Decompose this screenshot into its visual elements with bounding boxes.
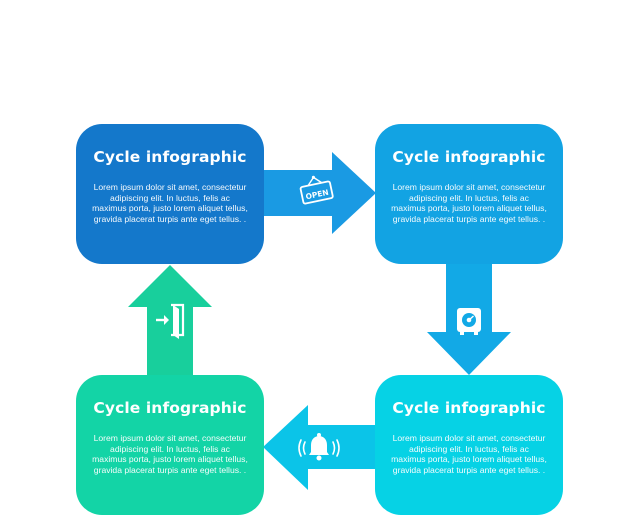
step-card-2: Cycle infographic Lorem ipsum dolor sit …	[375, 124, 563, 264]
step-card-1: Cycle infographic Lorem ipsum dolor sit …	[76, 124, 264, 264]
arrow-up	[128, 265, 212, 390]
step-2-body: Lorem ipsum dolor sit amet, consectetur …	[391, 182, 547, 224]
step-card-4: Cycle infographic Lorem ipsum dolor sit …	[76, 375, 264, 515]
safe-icon	[457, 308, 481, 335]
arrows-layer: OPEN	[128, 152, 511, 490]
step-4-title: Cycle infographic	[93, 399, 247, 417]
step-2-title: Cycle infographic	[392, 148, 546, 166]
step-1-body: Lorem ipsum dolor sit amet, consectetur …	[92, 182, 248, 224]
cycle-infographic: OPEN Cycle inf	[76, 124, 563, 515]
step-1-title: Cycle infographic	[93, 148, 247, 166]
bell-icon	[298, 433, 340, 461]
exit-door-icon	[156, 303, 185, 339]
step-card-3: Cycle infographic Lorem ipsum dolor sit …	[375, 375, 563, 515]
arrow-right	[250, 152, 376, 234]
step-3-title: Cycle infographic	[392, 399, 546, 417]
step-3-body: Lorem ipsum dolor sit amet, consectetur …	[391, 433, 547, 475]
step-4-body: Lorem ipsum dolor sit amet, consectetur …	[92, 433, 248, 475]
